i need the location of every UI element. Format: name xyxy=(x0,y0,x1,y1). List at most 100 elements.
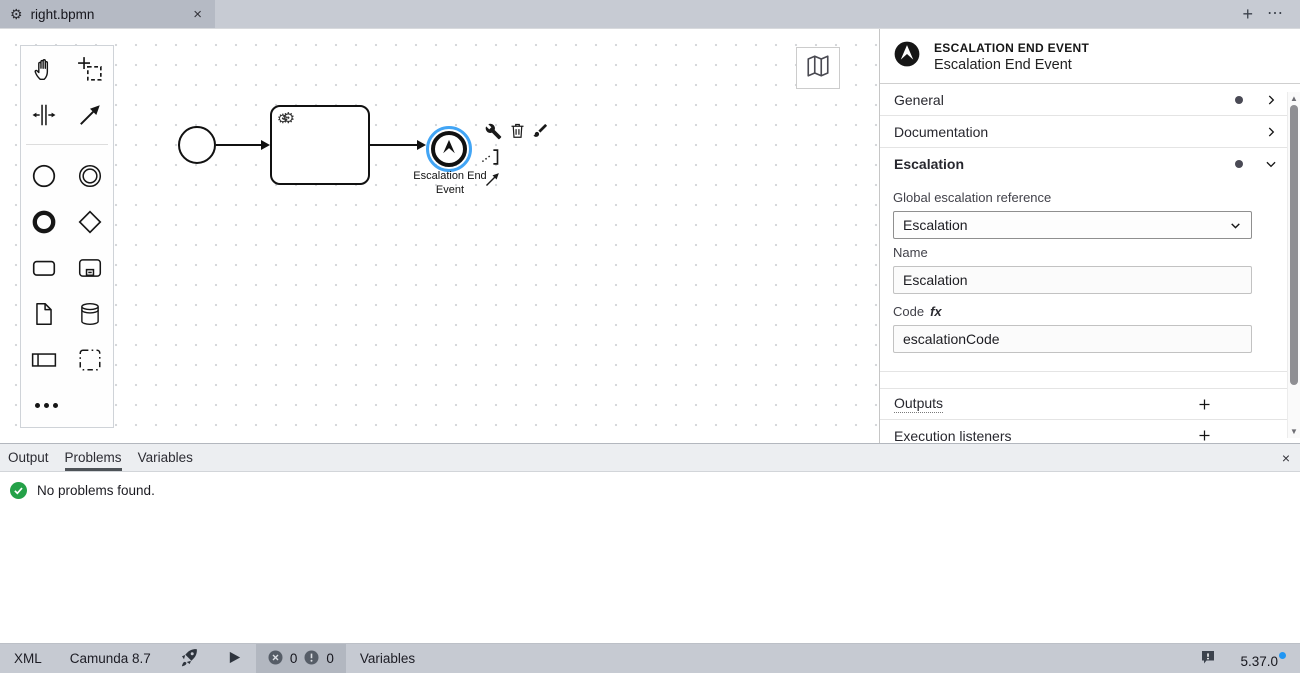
close-icon[interactable]: × xyxy=(1281,449,1290,466)
lasso-tool[interactable] xyxy=(67,46,113,92)
global-escalation-reference-select[interactable]: Escalation xyxy=(893,211,1252,239)
element-type-label: ESCALATION END EVENT xyxy=(934,40,1090,55)
create-start-event[interactable] xyxy=(21,153,67,199)
sequence-flow-arrowhead xyxy=(417,140,426,150)
tab-output[interactable]: Output xyxy=(8,449,49,465)
create-intermediate-event[interactable] xyxy=(67,153,113,199)
problems-summary-button[interactable]: 0 0 xyxy=(255,644,346,673)
service-task-shape[interactable]: ⚙⚙ xyxy=(270,105,370,185)
variables-button[interactable]: Variables xyxy=(359,651,416,666)
create-end-event[interactable] xyxy=(21,199,67,245)
more-options-button[interactable]: ⋯ xyxy=(1267,5,1284,22)
close-icon[interactable]: × xyxy=(193,5,202,23)
tab-bar-actions: + ⋯ xyxy=(1242,0,1300,28)
no-problems-message: No problems found. xyxy=(37,483,155,498)
sequence-flow[interactable] xyxy=(370,144,418,146)
deploy-button[interactable] xyxy=(165,644,213,673)
section-outputs[interactable]: Outputs xyxy=(880,388,1300,420)
context-pad-text-annotation[interactable] xyxy=(481,146,503,168)
feedback-button[interactable] xyxy=(1186,644,1230,673)
section-general[interactable]: General xyxy=(880,84,1300,116)
tab-right-bpmn[interactable]: ⚙ right.bpmn × xyxy=(0,0,215,28)
gateway-icon xyxy=(77,209,103,235)
create-data-store[interactable] xyxy=(67,291,113,337)
create-subprocess[interactable] xyxy=(67,245,113,291)
scroll-up-arrow[interactable]: ▲ xyxy=(1290,94,1298,103)
palette-more-entries[interactable] xyxy=(21,383,113,427)
scrollbar-thumb[interactable] xyxy=(1290,105,1298,385)
name-label: Name xyxy=(893,245,928,260)
escalation-arrow-icon xyxy=(439,137,459,162)
minimap-toggle[interactable] xyxy=(796,47,840,89)
name-input[interactable] xyxy=(893,266,1252,294)
escalation-end-event-icon xyxy=(893,40,921,73)
service-task-gear-icon: ⚙⚙ xyxy=(277,110,296,127)
create-participant[interactable] xyxy=(21,337,67,383)
element-name-label: Escalation End Event xyxy=(934,56,1072,73)
add-execution-listener-button[interactable] xyxy=(1197,428,1212,443)
error-icon xyxy=(268,650,283,668)
intermediate-event-icon xyxy=(77,163,103,189)
create-task[interactable] xyxy=(21,245,67,291)
trash-icon xyxy=(509,122,526,139)
subprocess-icon xyxy=(77,255,103,281)
section-execution-listeners-label: Execution listeners xyxy=(894,427,1012,444)
code-input[interactable] xyxy=(893,325,1252,353)
bottom-panel-tabs: Output Problems Variables × xyxy=(0,444,1300,472)
data-object-icon xyxy=(31,301,57,327)
create-data-object[interactable] xyxy=(21,291,67,337)
context-pad-color[interactable] xyxy=(532,122,549,139)
version-label: 5.37.0 xyxy=(1240,654,1278,669)
properties-header: ESCALATION END EVENT Escalation End Even… xyxy=(880,29,1300,84)
properties-body: General Documentation Escalation Global … xyxy=(880,84,1300,452)
section-general-label: General xyxy=(894,91,944,108)
text-annotation-icon xyxy=(481,146,503,168)
hand-tool[interactable] xyxy=(21,46,67,92)
tab-bar: ⚙ right.bpmn × + ⋯ xyxy=(0,0,1300,29)
minimap-icon xyxy=(805,53,831,84)
escalation-end-event-shape[interactable] xyxy=(431,131,467,167)
lasso-tool-icon xyxy=(77,56,103,82)
engine-version-button[interactable]: Camunda 8.7 xyxy=(69,651,151,666)
chevron-down-icon xyxy=(1231,222,1240,229)
new-tab-button[interactable]: + xyxy=(1242,4,1253,24)
create-gateway[interactable] xyxy=(67,199,113,245)
palette xyxy=(20,45,114,428)
space-tool[interactable] xyxy=(21,92,67,138)
more-entries-icon xyxy=(35,402,58,408)
fx-icon: fx xyxy=(930,304,942,319)
section-escalation[interactable]: Escalation xyxy=(880,148,1300,180)
create-group[interactable] xyxy=(67,337,113,383)
scroll-down-arrow[interactable]: ▼ xyxy=(1290,427,1298,436)
status-bar-right: 5.37.0 xyxy=(1186,644,1300,673)
context-pad-delete[interactable] xyxy=(509,122,526,139)
start-event-shape[interactable] xyxy=(178,126,216,164)
version-button[interactable]: 5.37.0 xyxy=(1230,648,1300,669)
section-outputs-label: Outputs xyxy=(894,395,944,413)
error-count: 0 xyxy=(289,651,298,666)
xml-toggle[interactable]: XML xyxy=(14,651,42,666)
tab-problems[interactable]: Problems xyxy=(64,444,122,471)
global-connect-tool[interactable] xyxy=(67,92,113,138)
plus-icon xyxy=(1199,430,1210,441)
paintbrush-icon xyxy=(532,122,549,139)
escalation-section-content: Global escalation reference Escalation N… xyxy=(880,180,1300,372)
context-pad-connect[interactable] xyxy=(484,171,501,188)
modified-dot xyxy=(1235,160,1243,168)
problems-content: No problems found. xyxy=(0,472,1300,643)
context-pad-wrench[interactable] xyxy=(485,123,502,140)
participant-icon xyxy=(31,347,57,373)
add-output-button[interactable] xyxy=(1197,397,1212,412)
global-escalation-reference-label: Global escalation reference xyxy=(893,190,1052,205)
section-documentation[interactable]: Documentation xyxy=(880,116,1300,148)
start-instance-button[interactable] xyxy=(213,644,256,673)
warning-icon xyxy=(304,650,319,668)
tab-variables[interactable]: Variables xyxy=(137,449,193,465)
sequence-flow[interactable] xyxy=(216,144,262,146)
properties-scrollbar[interactable]: ▲ ▼ xyxy=(1287,92,1300,438)
modified-dot xyxy=(1235,95,1243,104)
rocket-icon xyxy=(179,647,199,670)
